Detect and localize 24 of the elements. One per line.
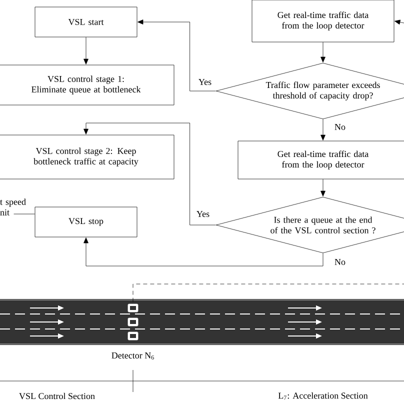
- section-label: L$_{7}$: Acceleration Section: [278, 392, 368, 400]
- process-box: Get real-time traffic data from the loop detector: [252, 0, 394, 42]
- process-box: VSL control stage 2: Keep bottleneck traffic at capacity: [0, 134, 174, 180]
- arrow: [138, 20, 216, 92]
- edge-label: Yes: [197, 78, 213, 86]
- arrow: [84, 37, 88, 64]
- arrow: [320, 42, 326, 62]
- arrow: [394, 20, 404, 25]
- process-box: VSL start: [34, 6, 138, 38]
- arrow: [320, 119, 326, 140]
- process-box: Get real-time traffic data from the loop detector: [238, 140, 404, 180]
- arrow: [84, 122, 216, 226]
- process-box: VSL control stage 1: Eliminate queue at bottleneck: [0, 64, 174, 106]
- section-label: VSL Control Section: [19, 392, 95, 400]
- detector-icon: [128, 304, 138, 340]
- process-box: VSL stop: [34, 206, 138, 238]
- cut-text: t speed nit: [0, 198, 26, 216]
- detector-label: Detector N$_{6}$: [112, 352, 154, 360]
- arrow: [84, 238, 324, 266]
- arrow: [320, 179, 326, 196]
- edge-label: No: [334, 123, 346, 131]
- dashed-line: [132, 284, 404, 302]
- edge-label: No: [334, 258, 346, 266]
- edge-label: Yes: [195, 210, 211, 218]
